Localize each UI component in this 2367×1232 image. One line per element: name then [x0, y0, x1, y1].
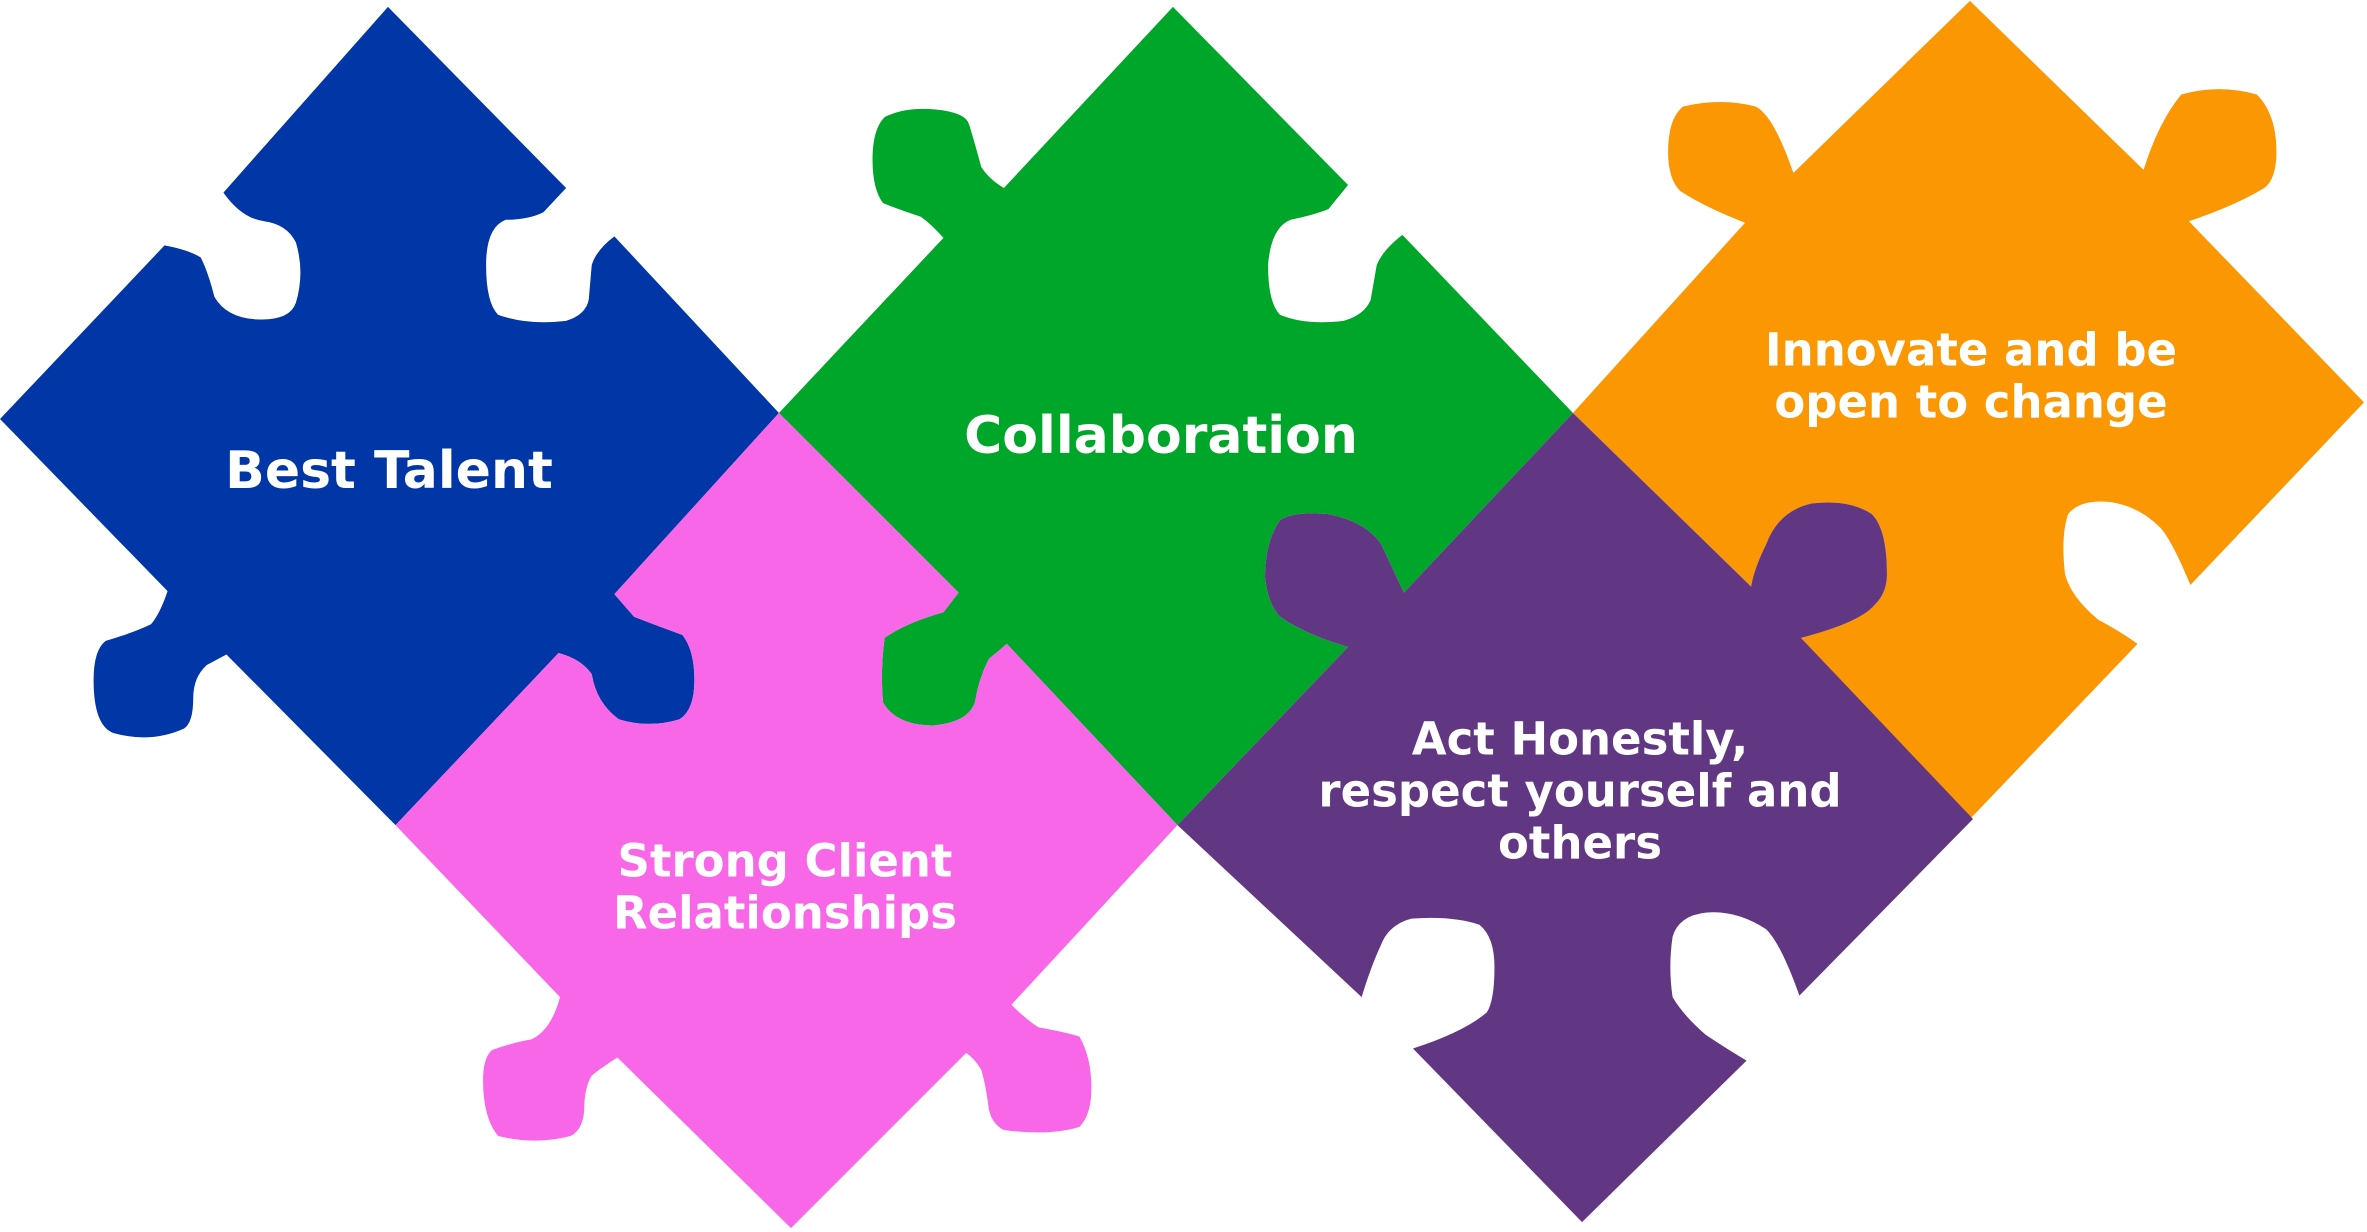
puzzle-piece-collaboration — [778, 6, 1573, 826]
label-honest-line-3: others — [1498, 815, 1662, 869]
label-client-line-2: Relationships — [612, 886, 958, 939]
puzzle-piece-best-talent — [0, 6, 779, 826]
label-innovate: Innovate and be open to change — [1765, 324, 2177, 428]
label-best-talent: Best Talent — [225, 441, 553, 502]
label-client-line-1: Strong Client — [617, 834, 953, 888]
label-best-talent-line-1: Best Talent — [225, 441, 553, 502]
label-collaboration-line-1: Collaboration — [964, 406, 1358, 467]
label-innovate-line-1: Innovate and be — [1764, 323, 2178, 377]
puzzle-piece-honest — [1177, 412, 1974, 1223]
puzzle-piece-client — [395, 412, 1178, 1229]
label-honest: Act Honestly, respect yourself and other… — [1318, 713, 1841, 868]
label-honest-line-2: respect yourself and — [1318, 764, 1842, 818]
label-innovate-line-2: open to change — [1774, 375, 2168, 428]
label-honest-line-1: Act Honestly, — [1411, 712, 1749, 766]
label-collaboration: Collaboration — [964, 406, 1358, 467]
label-client: Strong Client Relationships — [613, 835, 957, 939]
puzzle-piece-innovate — [1572, 0, 2364, 820]
